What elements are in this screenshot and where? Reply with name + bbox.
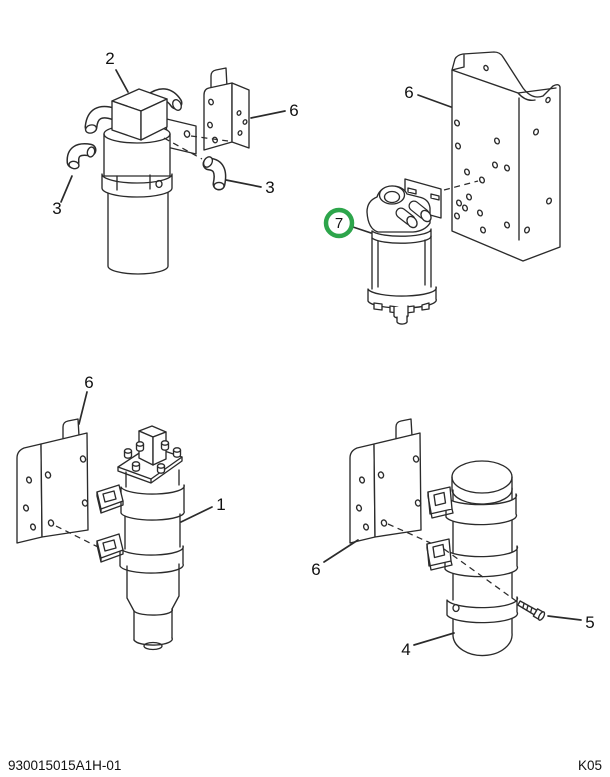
assembly-pump-lower: 6 1 [16,373,226,651]
callout-label-7: 7 [335,215,343,232]
callout-label-6-top-right: 6 [404,83,413,102]
pump-top-fitting-block [111,88,168,141]
callout-item1: 1 [180,495,226,523]
pump-assembly-body [119,469,185,651]
elbow-fitting-left [66,143,97,170]
filter-head [366,185,432,233]
callout-item5: 5 [547,613,595,632]
canister-body [444,460,519,657]
alignment-dash-canister-2 [443,548,520,604]
callout-item6-top-right: 6 [404,83,452,108]
fuel-filter [366,178,442,325]
callout-label-2: 2 [105,49,114,68]
callout-item7: 7 [323,207,372,239]
callout-label-1: 1 [216,495,225,514]
assembly-electric-pump: 2 3 3 6 [52,49,299,275]
bracket-bottom-left [16,418,90,544]
pump-solenoid-block [138,425,167,466]
pump-body [101,124,173,275]
alignment-dash-filter [443,180,479,191]
footer: 930015015A1H-01 K05 [8,758,602,773]
callout-item4: 4 [401,632,455,659]
highlight-circle [323,207,355,239]
sheet-code: K05 [578,758,602,773]
small-mounting-bracket [203,67,250,151]
pump-inlet-elbow [84,105,121,134]
pump-mount-tab-lower [96,533,124,563]
alignment-dash-pump [55,525,105,551]
drawing-number: 930015015A1H-01 [8,758,121,773]
elbow-fitting-right [202,156,227,191]
assembly-fuel-filter: 7 6 [323,51,561,325]
callout-item3-left: 3 [52,175,73,218]
alignment-dash-to-elbow [163,137,203,160]
callout-label-6-top-left: 6 [289,101,298,120]
callout-label-3-left: 3 [52,199,61,218]
callout-label-5: 5 [585,613,594,632]
plate-bolts [123,440,182,474]
callout-item6-bottom-right: 6 [311,539,359,579]
callout-item6-top-left: 6 [250,101,299,120]
pump-mount-tab-upper [96,484,124,514]
bracket-bottom-right [349,418,423,544]
callout-item6-bottom-left: 6 [78,373,94,425]
callout-label-4: 4 [401,640,410,659]
filter-body [367,228,437,325]
assembly-canister: 6 4 5 [311,418,595,659]
callout-label-3-right: 3 [265,178,274,197]
callout-item2: 2 [105,49,129,93]
canister-strap-tab-lower [426,538,453,571]
callout-label-6-bottom-right: 6 [311,560,320,579]
mounting-screw [517,600,546,621]
canister-strap-tab-upper [427,486,454,519]
callout-label-6-bottom-left: 6 [84,373,93,392]
large-mounting-bracket [451,51,561,262]
callout-item3-right: 3 [225,178,275,197]
